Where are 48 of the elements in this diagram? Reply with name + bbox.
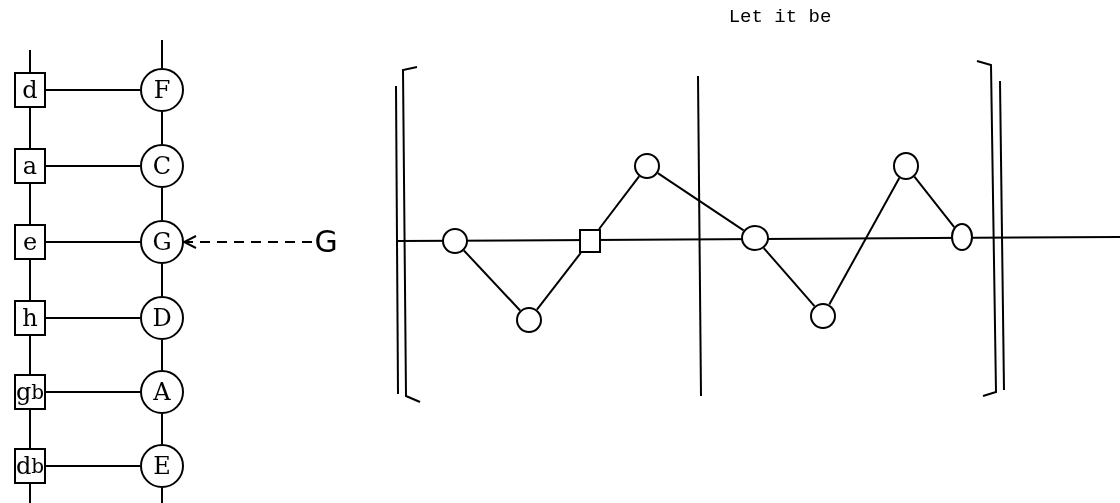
melody-square [579,229,601,253]
connector-line [535,252,582,311]
connector-line [29,49,31,73]
connector-line [656,172,745,232]
connector-line [29,483,31,503]
connector-line [45,89,141,91]
connector-line [161,487,163,503]
note-circle: A [140,370,184,414]
note-box: h [14,300,46,336]
melody-note [810,303,836,329]
note-circle: D [140,296,184,340]
connector-line [45,241,141,243]
connector-line [598,175,641,230]
note-circle: C [140,144,184,188]
connector-line [29,335,31,375]
connector-line [913,175,956,229]
melody-note [442,228,468,254]
note-circle: G [140,220,184,264]
connector-line [462,249,522,312]
connector-line [161,263,163,297]
title: Let it be [727,6,833,28]
connector-line [29,183,31,225]
connector-line [161,413,163,445]
connector-line [45,465,141,467]
melody-note [634,153,660,179]
connector-line [45,165,141,167]
melody-note [951,223,973,251]
dashed-arrow [183,235,313,249]
connector-line [161,111,163,145]
melody-note [741,225,769,251]
connector-line [45,391,141,393]
connector-line [29,409,31,449]
connector-line [828,177,901,306]
connector-line [161,39,163,69]
connector-line [161,339,163,371]
connector-line [29,107,31,149]
note-box: d [14,72,46,108]
note-circle: F [140,68,184,112]
connector-line [45,317,141,319]
melody-note [516,307,542,333]
note-box: a [14,148,46,184]
connector-line [29,259,31,301]
melody-note [893,152,919,180]
note-circle: E [140,444,184,488]
connector-line [762,247,816,308]
connector-line [161,187,163,221]
note-letter: G [312,227,340,257]
note-box: e [14,224,46,260]
